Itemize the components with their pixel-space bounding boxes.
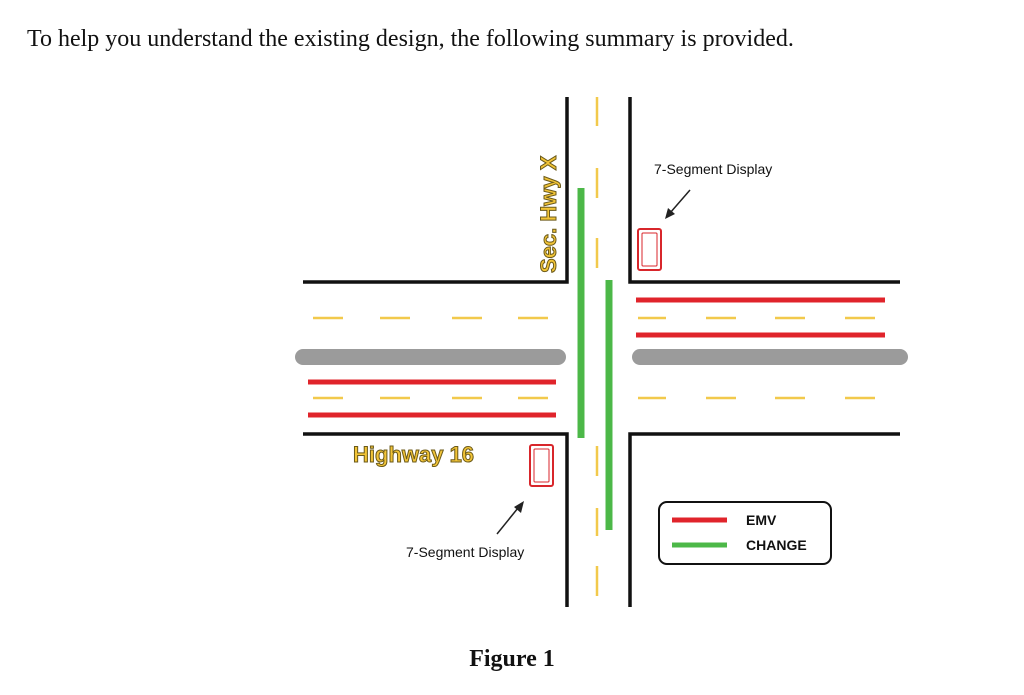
arrow-top bbox=[669, 189, 691, 214]
curb-top-left bbox=[303, 97, 569, 284]
display-label-top: 7-Segment Display bbox=[654, 161, 772, 177]
display-label-bottom: 7-Segment Display bbox=[406, 544, 524, 560]
curb-bottom-right bbox=[628, 432, 900, 607]
arrow-top-head bbox=[665, 208, 675, 219]
curb-lines bbox=[303, 97, 900, 607]
emv-bars bbox=[308, 297, 885, 418]
arrow-bottom bbox=[496, 507, 519, 535]
road-label-horizontal: Highway 16 bbox=[353, 442, 474, 467]
display-bottom-left-inner bbox=[533, 448, 550, 483]
road-label-vertical: Sec. Hwy X bbox=[536, 155, 561, 273]
legend: EMV CHANGE bbox=[658, 501, 832, 565]
lane-markings bbox=[313, 97, 875, 596]
legend-label-emv: EMV bbox=[746, 512, 777, 528]
display-top-right-inner bbox=[641, 232, 658, 267]
change-bars bbox=[577, 188, 613, 530]
legend-box bbox=[658, 501, 832, 565]
figure-caption: Figure 1 bbox=[469, 646, 555, 672]
curb-top-right bbox=[628, 97, 900, 284]
pointer-arrows bbox=[496, 189, 691, 535]
seven-segment-displays bbox=[529, 228, 662, 487]
legend-label-change: CHANGE bbox=[746, 537, 807, 553]
intro-text: To help you understand the existing desi… bbox=[27, 26, 794, 52]
curb-bottom-left bbox=[303, 432, 569, 607]
arrow-bottom-head bbox=[514, 501, 524, 513]
